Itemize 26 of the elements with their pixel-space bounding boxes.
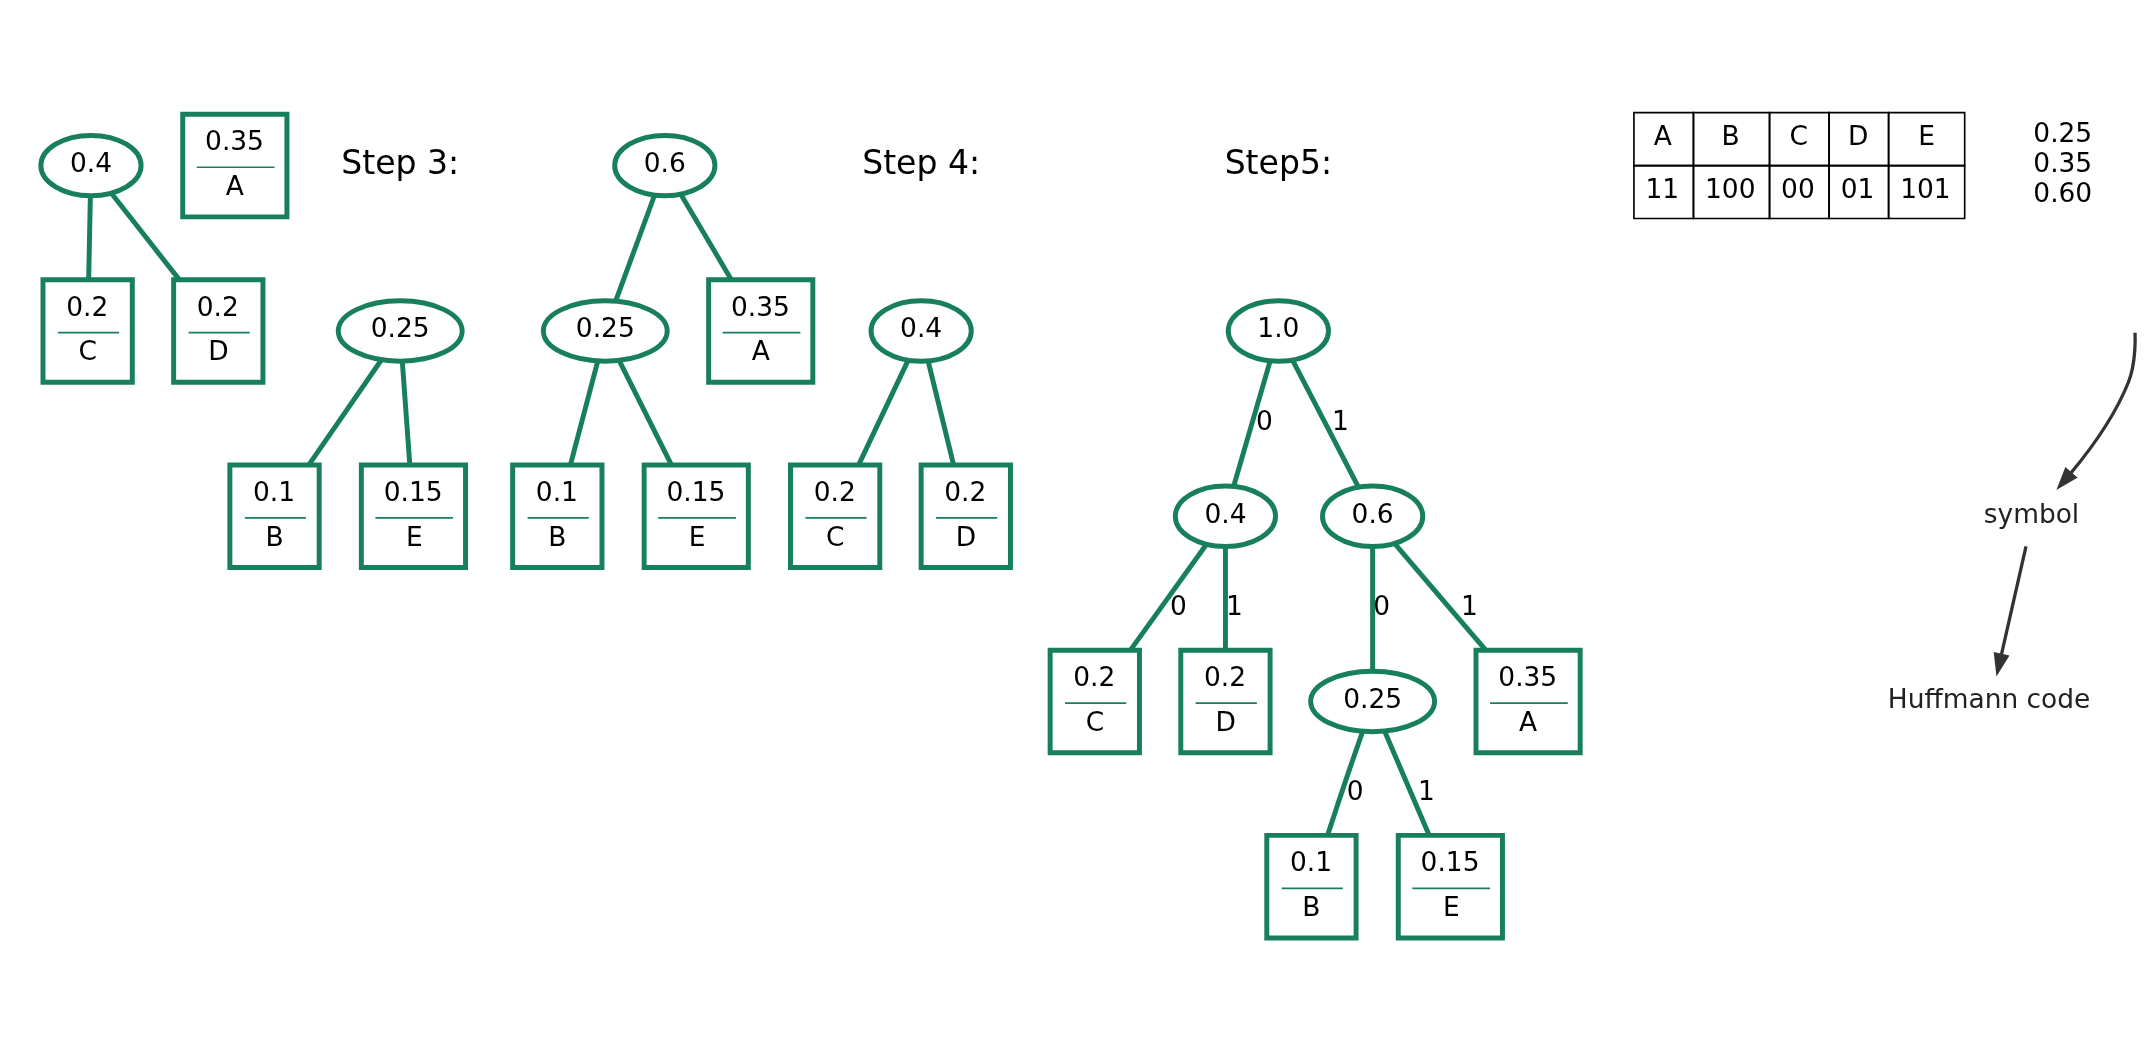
label: 11	[1645, 172, 1680, 204]
node-text: symbol	[1983, 497, 2080, 528]
edge-label: 1	[1417, 774, 1435, 806]
label: Step5:	[1224, 142, 1333, 182]
label: 00	[1781, 172, 1815, 204]
edge-label: 1	[1226, 589, 1243, 621]
node-text: Huffmann code	[1887, 682, 2091, 714]
edge-label: 0	[1346, 774, 1364, 806]
edge-label: 0	[1169, 589, 1187, 621]
label: C	[1789, 119, 1808, 151]
label: B	[1721, 119, 1740, 151]
label: 01	[1840, 172, 1875, 204]
edge-label: 0	[1255, 404, 1273, 436]
edge-label: 0	[1373, 589, 1391, 621]
label: A	[1653, 119, 1672, 151]
label: 0.35	[2033, 146, 2093, 178]
label: Step 4:	[862, 142, 981, 182]
label: D	[1848, 119, 1869, 151]
label: Step 3:	[341, 142, 460, 182]
label: 101	[1900, 172, 1951, 204]
label: 0.25	[2033, 116, 2093, 148]
label: 100	[1705, 172, 1756, 204]
edge-label: 1	[1331, 404, 1349, 436]
edge-label: 1	[1460, 589, 1478, 621]
label: 0.60	[2033, 176, 2093, 208]
label: E	[1918, 119, 1936, 151]
